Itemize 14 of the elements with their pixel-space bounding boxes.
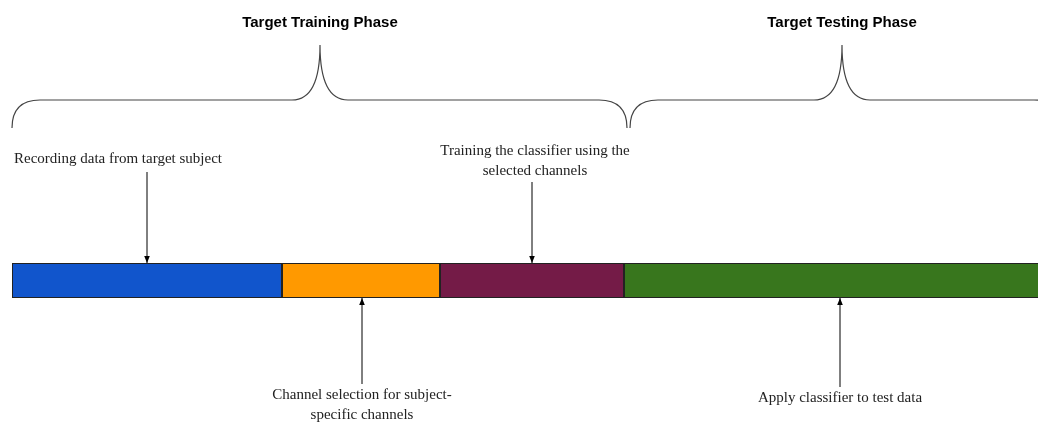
timeline-segment <box>440 263 624 298</box>
step-description: Channel selection for subject-specific channels <box>267 384 457 426</box>
timeline-segment <box>282 263 440 298</box>
step-description: Recording data from target subject <box>14 148 284 172</box>
arrow <box>144 171 150 264</box>
phase-title: Target Training Phase <box>242 13 398 30</box>
arrow <box>837 297 843 388</box>
arrow <box>359 297 365 385</box>
timeline-segment <box>624 263 1038 298</box>
phase-title: Target Testing Phase <box>767 13 917 30</box>
step-description: Training the classifier using the selected channels <box>425 140 645 182</box>
step-description: Apply classifier to test data <box>720 387 960 411</box>
timeline-segment <box>12 263 282 298</box>
arrow <box>529 181 535 264</box>
